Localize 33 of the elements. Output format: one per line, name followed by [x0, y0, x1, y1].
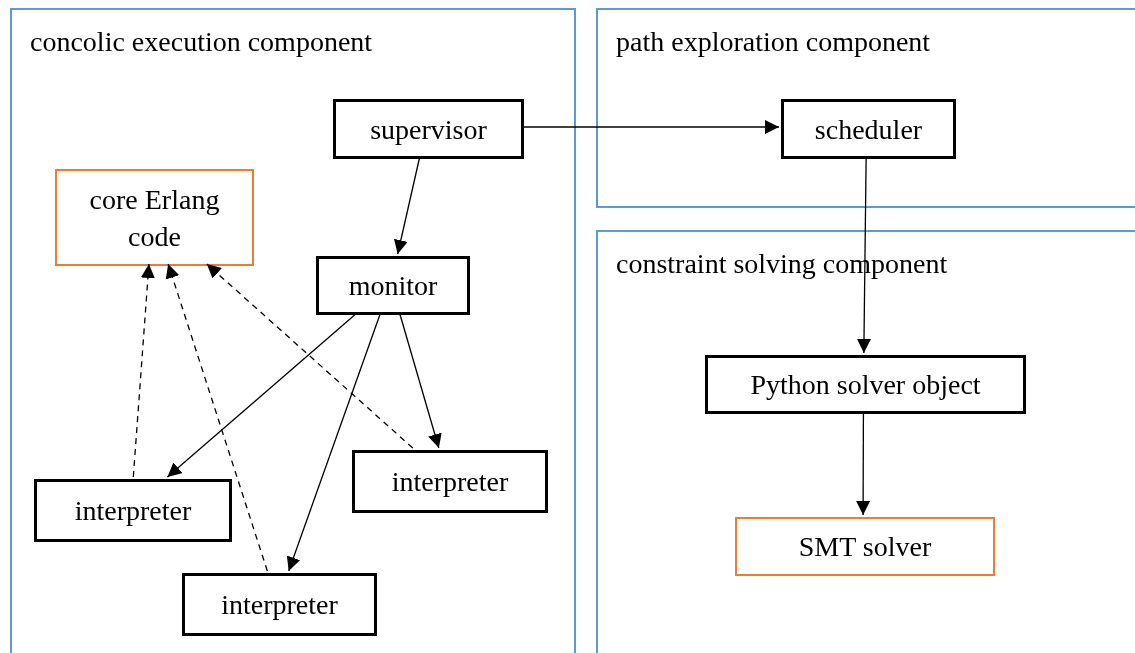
node-label: monitor [347, 269, 439, 303]
process-box [352, 450, 548, 513]
arrow [857, 156, 871, 354]
process-box [34, 479, 232, 542]
node-label: interpreter [220, 588, 339, 622]
process-box [781, 99, 956, 159]
arrow [132, 263, 155, 478]
process-box [182, 573, 377, 636]
node-label: Python solver object [749, 368, 982, 402]
arrow [393, 156, 421, 255]
node-label: supervisor [369, 112, 488, 147]
arrow [856, 411, 871, 516]
process-box [705, 355, 1026, 414]
arrow [521, 120, 780, 134]
external-box [55, 169, 254, 266]
process-box [316, 256, 470, 315]
component-panel [596, 230, 1135, 653]
panel-heading: path exploration component [616, 25, 931, 59]
node-label: interpreter [390, 465, 510, 499]
panel-heading: concolic execution component [30, 25, 373, 59]
arrow [286, 312, 382, 572]
component-panel [10, 8, 576, 653]
arrow [398, 312, 442, 449]
arrow [206, 263, 414, 449]
node-label: interpreter [73, 494, 193, 528]
node-label: SMT solver [797, 530, 933, 564]
node-label: scheduler [813, 112, 924, 147]
component-panel [596, 8, 1135, 208]
external-box [735, 517, 995, 576]
arrow [165, 263, 268, 572]
arrow [166, 312, 358, 478]
process-box [333, 99, 524, 159]
node-label: core Erlang code [88, 182, 221, 254]
